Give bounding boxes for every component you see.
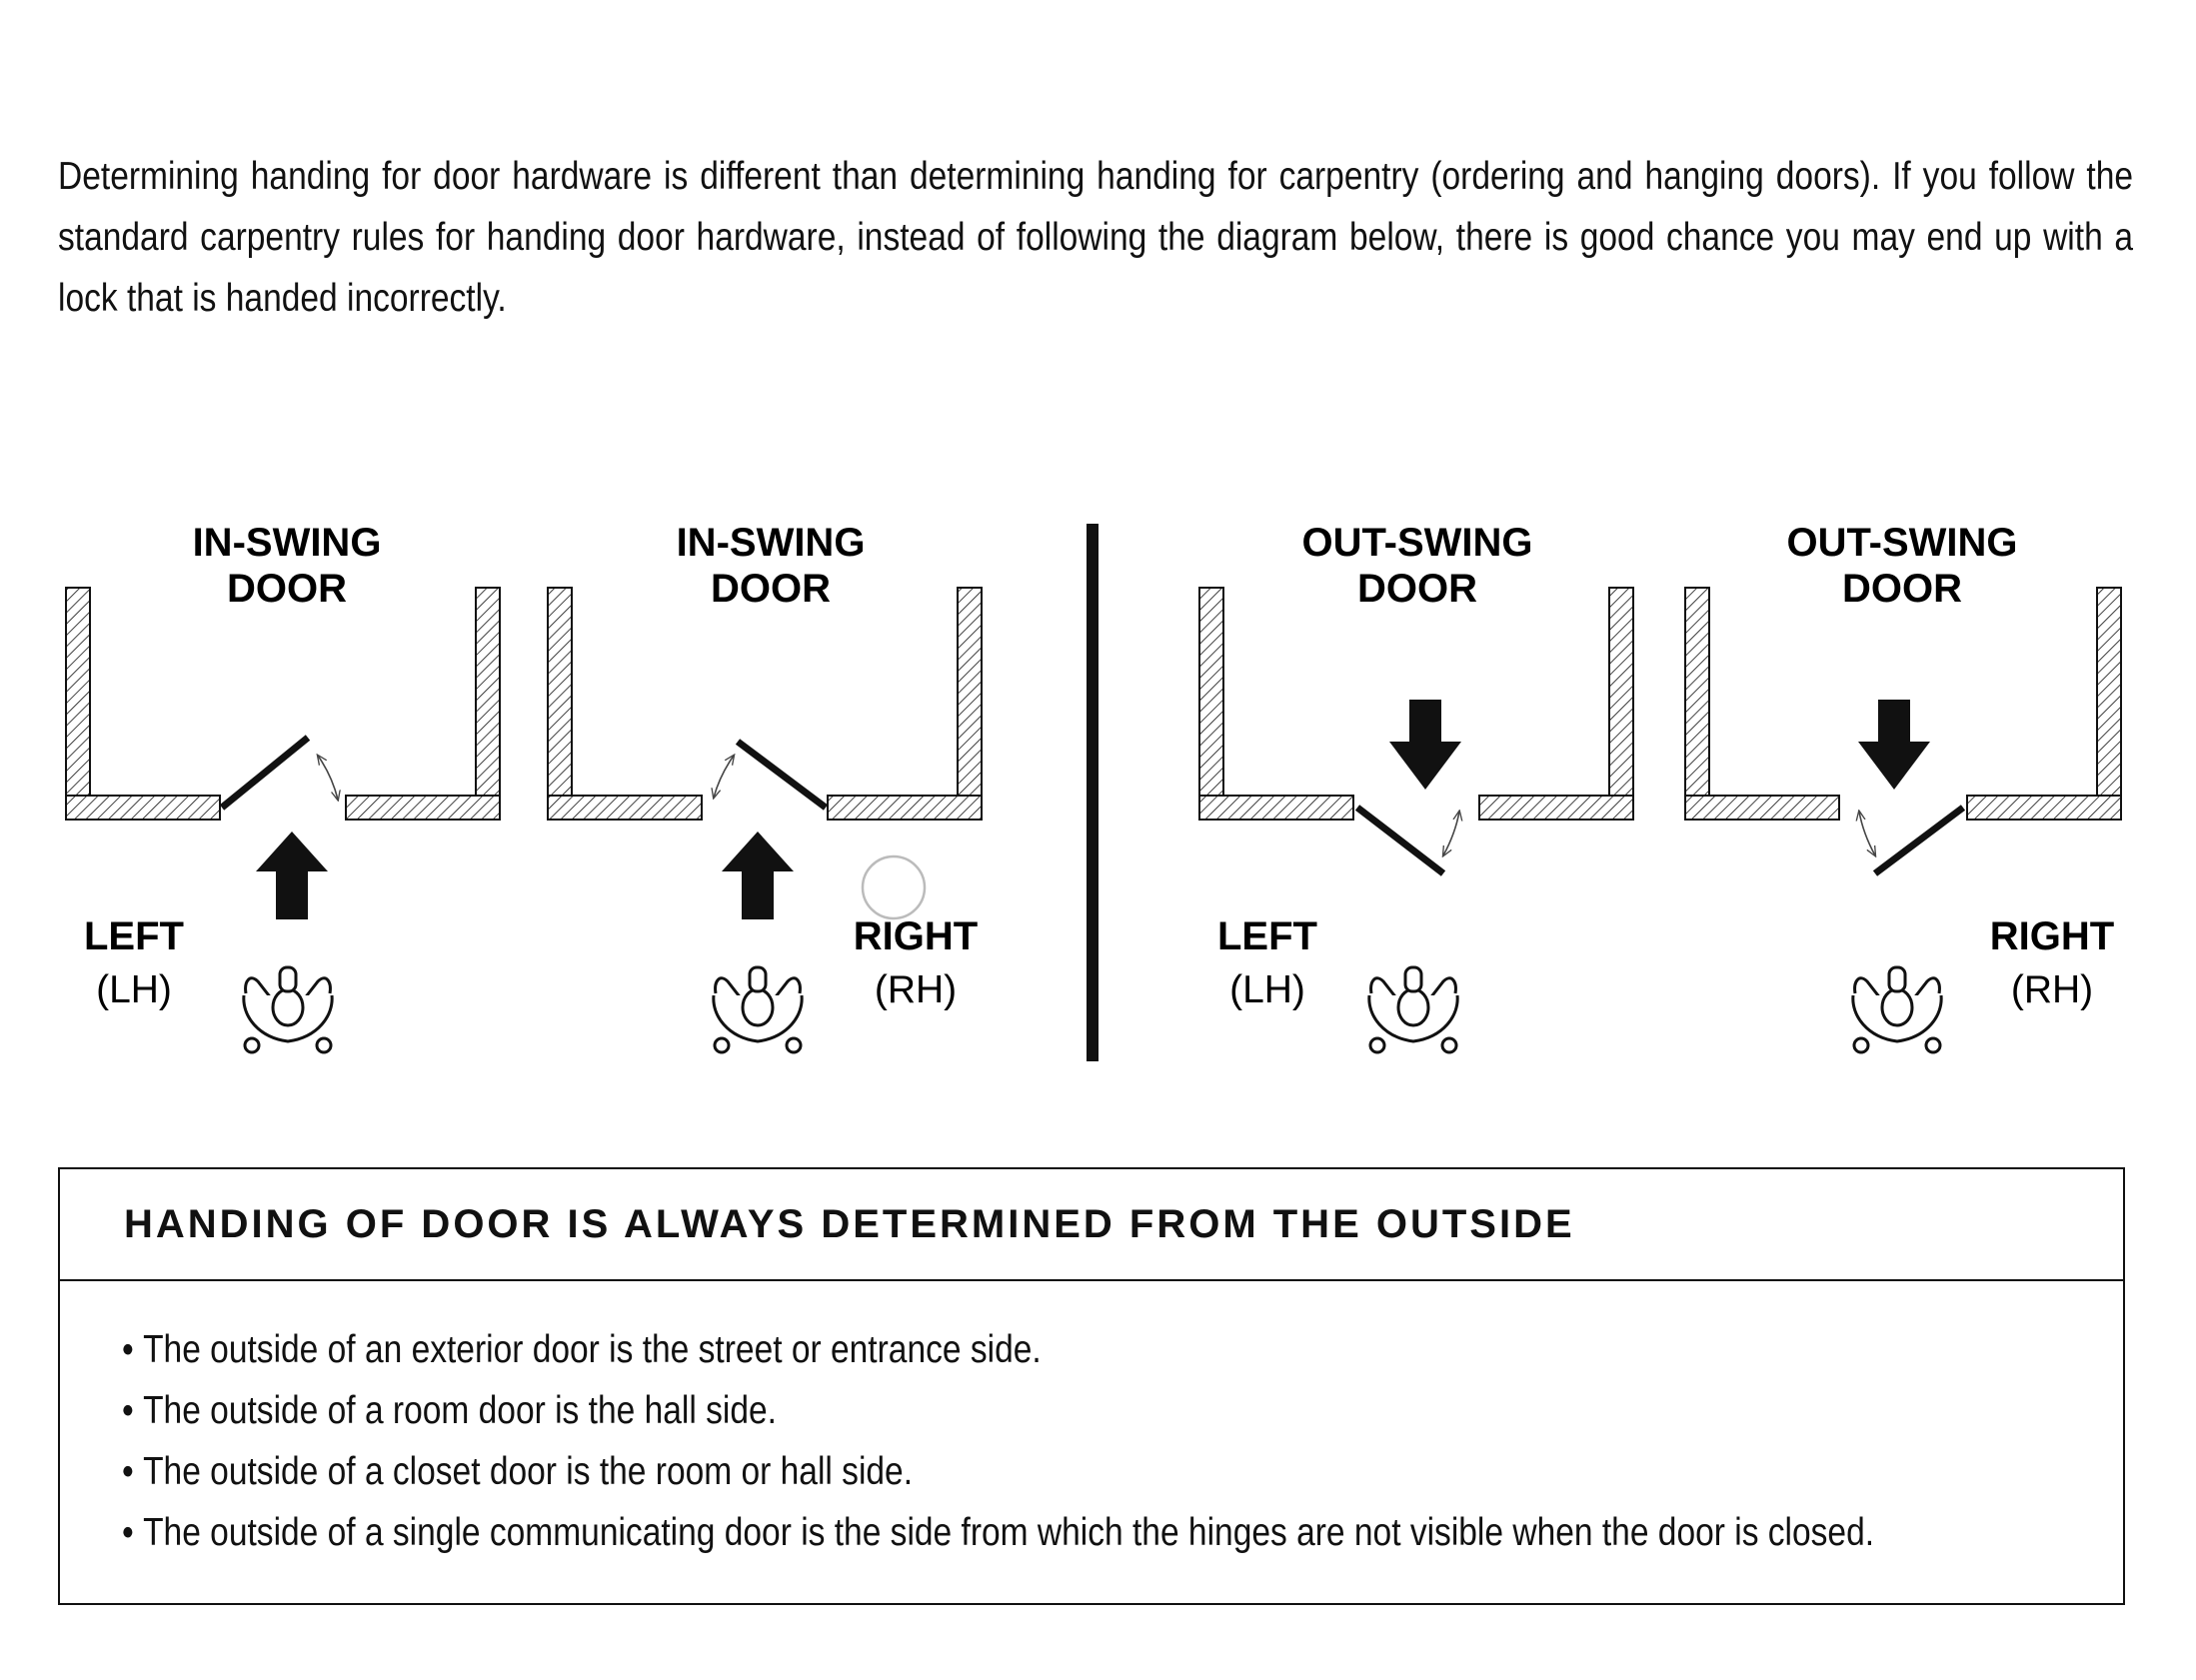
wall-right — [1478, 587, 1634, 821]
person-icon — [242, 965, 334, 1054]
wall-left — [547, 587, 703, 821]
wall-left — [65, 587, 221, 821]
wall-right — [345, 587, 501, 821]
diagram-title-line2: DOOR — [1357, 567, 1477, 611]
hand-label: RIGHT — [1990, 914, 2114, 958]
hand-abbr: (RH) — [875, 968, 957, 1011]
hand-abbr: (LH) — [1229, 968, 1305, 1011]
hand-label: LEFT — [1217, 914, 1317, 958]
rules-box: HANDING OF DOOR IS ALWAYS DETERMINED FRO… — [58, 1167, 2125, 1605]
hand-abbr: (LH) — [96, 968, 172, 1011]
person-icon — [1367, 965, 1459, 1054]
diagram-title-line1: IN-SWING — [677, 521, 866, 565]
door-leaf — [219, 735, 311, 811]
rule-item: The outside of a single communicating do… — [122, 1502, 1874, 1563]
door-leaf — [1872, 805, 1966, 876]
rule-item: The outside of an exterior door is the s… — [122, 1319, 1843, 1380]
wall-left — [1684, 587, 1840, 821]
intro-paragraph: Determining handing for door hardware is… — [58, 155, 2134, 320]
swing-indicator — [714, 756, 734, 798]
hand-label: RIGHT — [854, 914, 978, 958]
wall-left — [1198, 587, 1354, 821]
center-divider — [1087, 524, 1098, 1061]
door-leaf — [735, 739, 829, 811]
direction-arrow-icon — [1858, 700, 1930, 790]
rules-list: The outside of an exterior door is the s… — [60, 1281, 2123, 1563]
wall-right — [1966, 587, 2122, 821]
rules-header: HANDING OF DOOR IS ALWAYS DETERMINED FRO… — [60, 1169, 2123, 1281]
diagram-title-line2: DOOR — [1842, 567, 1962, 611]
swing-indicator — [318, 756, 338, 800]
diagram-outswing-left: OUT-SWING DOOR LEFT (LH) — [1198, 521, 1634, 1054]
diagram-outswing-right: OUT-SWING DOOR RIGHT (RH) — [1684, 521, 2122, 1054]
hand-abbr: (RH) — [2011, 968, 2093, 1011]
door-leaf — [1354, 805, 1446, 876]
diagram-inswing-right: IN-SWING DOOR RIGHT (RH) — [547, 521, 983, 1054]
rule-item: The outside of a closet door is the room… — [122, 1441, 1843, 1502]
diagram-inswing-left: IN-SWING DOOR LEFT (LH) — [65, 521, 501, 1054]
hand-label: LEFT — [84, 914, 184, 958]
rule-item: The outside of a room door is the hall s… — [122, 1380, 1843, 1441]
diagram-title-line1: OUT-SWING — [1301, 521, 1532, 565]
person-icon — [1851, 965, 1943, 1054]
diagram-title-line1: IN-SWING — [193, 521, 382, 565]
cursor-circle — [861, 854, 927, 920]
swing-indicator — [1443, 812, 1459, 855]
diagram-title-line2: DOOR — [711, 567, 831, 611]
swing-indicator — [1859, 812, 1875, 855]
person-icon — [712, 965, 804, 1054]
direction-arrow-icon — [722, 832, 794, 919]
direction-arrow-icon — [256, 832, 328, 919]
diagram-title-line2: DOOR — [227, 567, 347, 611]
diagram-title-line1: OUT-SWING — [1786, 521, 2017, 565]
direction-arrow-icon — [1389, 700, 1461, 790]
wall-right — [827, 587, 983, 821]
